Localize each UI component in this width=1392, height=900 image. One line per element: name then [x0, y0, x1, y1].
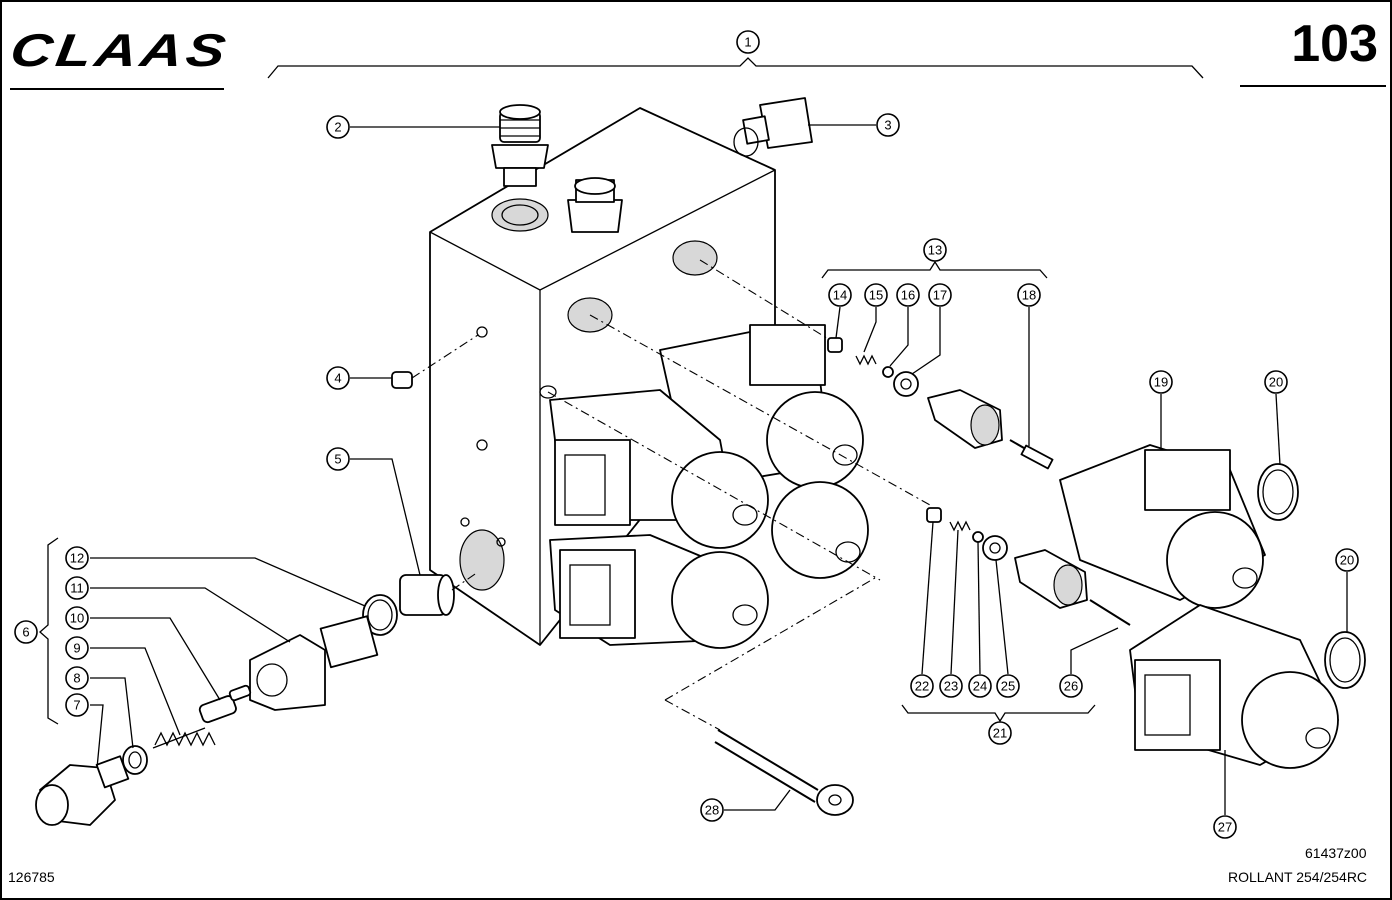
- svg-text:22: 22: [915, 679, 929, 694]
- callout-20-lower: 20: [1335, 548, 1359, 572]
- svg-text:18: 18: [1022, 288, 1036, 303]
- callout-26: 26: [1059, 674, 1083, 698]
- callout-24: 24: [968, 674, 992, 698]
- callout-21: 21: [988, 721, 1012, 745]
- svg-text:14: 14: [833, 288, 847, 303]
- svg-text:9: 9: [73, 641, 80, 656]
- logo-underline: [10, 88, 224, 90]
- coil-19: [1059, 444, 1266, 609]
- svg-text:5: 5: [334, 452, 341, 467]
- callout-28: 28: [700, 798, 724, 822]
- callout-12: 12: [65, 546, 89, 570]
- svg-text:27: 27: [1218, 820, 1232, 835]
- coil-upper-left: [549, 389, 769, 549]
- svg-text:7: 7: [73, 698, 80, 713]
- callout-16: 16: [896, 283, 920, 307]
- drawing-number: 126785: [8, 869, 55, 885]
- leader-lines: [90, 124, 1348, 815]
- callout-2: 2: [326, 115, 350, 139]
- callout-18: 18: [1017, 283, 1041, 307]
- bracket-6: [39, 537, 59, 725]
- callout-13: 13: [923, 238, 947, 262]
- bracket-21: [901, 704, 1096, 723]
- cartridge-parts-lower: [547, 314, 1131, 626]
- callout-4: 4: [326, 366, 350, 390]
- drawing-code: 61437z00: [1305, 845, 1367, 861]
- callout-22: 22: [910, 674, 934, 698]
- svg-text:3: 3: [884, 118, 891, 133]
- sleeve-5: [399, 571, 479, 616]
- svg-text:24: 24: [973, 679, 987, 694]
- callout-1: 1: [736, 30, 760, 54]
- svg-text:6: 6: [22, 625, 29, 640]
- bracket-assembly: [267, 57, 1204, 79]
- svg-text:4: 4: [334, 371, 341, 386]
- svg-text:21: 21: [993, 726, 1007, 741]
- page-number-underline: [1240, 85, 1386, 87]
- cone-10: [198, 684, 252, 724]
- retainer-8: [122, 745, 148, 775]
- model-name: ROLLANT 254/254RC: [1228, 869, 1368, 885]
- pin-4: [391, 334, 479, 389]
- svg-text:20: 20: [1269, 375, 1283, 390]
- svg-text:10: 10: [70, 611, 84, 626]
- callout-27: 27: [1213, 815, 1237, 839]
- valve-body-11: [249, 615, 379, 711]
- svg-text:28: 28: [705, 803, 719, 818]
- coil-27: [1129, 604, 1339, 769]
- spring-9: [152, 727, 216, 749]
- cartridge-parts-upper: [699, 259, 1054, 470]
- callout-11: 11: [65, 576, 89, 600]
- coil-middle-right: [771, 481, 869, 579]
- callout-6: 6: [14, 620, 38, 644]
- coil-lower-left: [549, 534, 769, 649]
- callout-14: 14: [828, 283, 852, 307]
- callout-8: 8: [65, 666, 89, 690]
- callout-17: 17: [928, 283, 952, 307]
- fitting-side-3: [733, 97, 813, 157]
- o-ring-20-upper: [1257, 463, 1299, 521]
- callout-9: 9: [65, 636, 89, 660]
- valve-block: [429, 107, 776, 646]
- callout-25: 25: [996, 674, 1020, 698]
- adapter-7: [35, 755, 130, 826]
- callout-20-upper: 20: [1264, 370, 1288, 394]
- svg-text:CLAAS: CLAAS: [12, 28, 233, 72]
- callout-5: 5: [326, 447, 350, 471]
- callout-10: 10: [65, 606, 89, 630]
- svg-text:1: 1: [744, 35, 751, 50]
- o-ring-12: [362, 594, 398, 636]
- callout-7: 7: [65, 693, 89, 717]
- svg-text:23: 23: [944, 679, 958, 694]
- callout-15: 15: [864, 283, 888, 307]
- svg-text:16: 16: [901, 288, 915, 303]
- block-plug: [567, 177, 623, 233]
- coil-top-right: [659, 324, 864, 489]
- svg-text:12: 12: [70, 551, 84, 566]
- svg-text:25: 25: [1001, 679, 1015, 694]
- callout-3: 3: [876, 113, 900, 137]
- claas-logo: CLAAS: [12, 28, 233, 72]
- svg-text:11: 11: [70, 581, 84, 596]
- svg-text:20: 20: [1340, 553, 1354, 568]
- svg-text:15: 15: [869, 288, 883, 303]
- o-ring-20-lower: [1324, 631, 1366, 689]
- callout-19: 19: [1149, 370, 1173, 394]
- page-number: 103: [1291, 15, 1378, 73]
- bolt-28: [664, 577, 876, 816]
- svg-text:2: 2: [334, 120, 341, 135]
- svg-text:19: 19: [1154, 375, 1168, 390]
- bracket-13: [821, 260, 1048, 279]
- svg-text:26: 26: [1064, 679, 1078, 694]
- fitting-top-2: [491, 104, 549, 187]
- svg-text:8: 8: [73, 671, 80, 686]
- svg-text:17: 17: [933, 288, 947, 303]
- callout-23: 23: [939, 674, 963, 698]
- svg-text:13: 13: [928, 243, 942, 258]
